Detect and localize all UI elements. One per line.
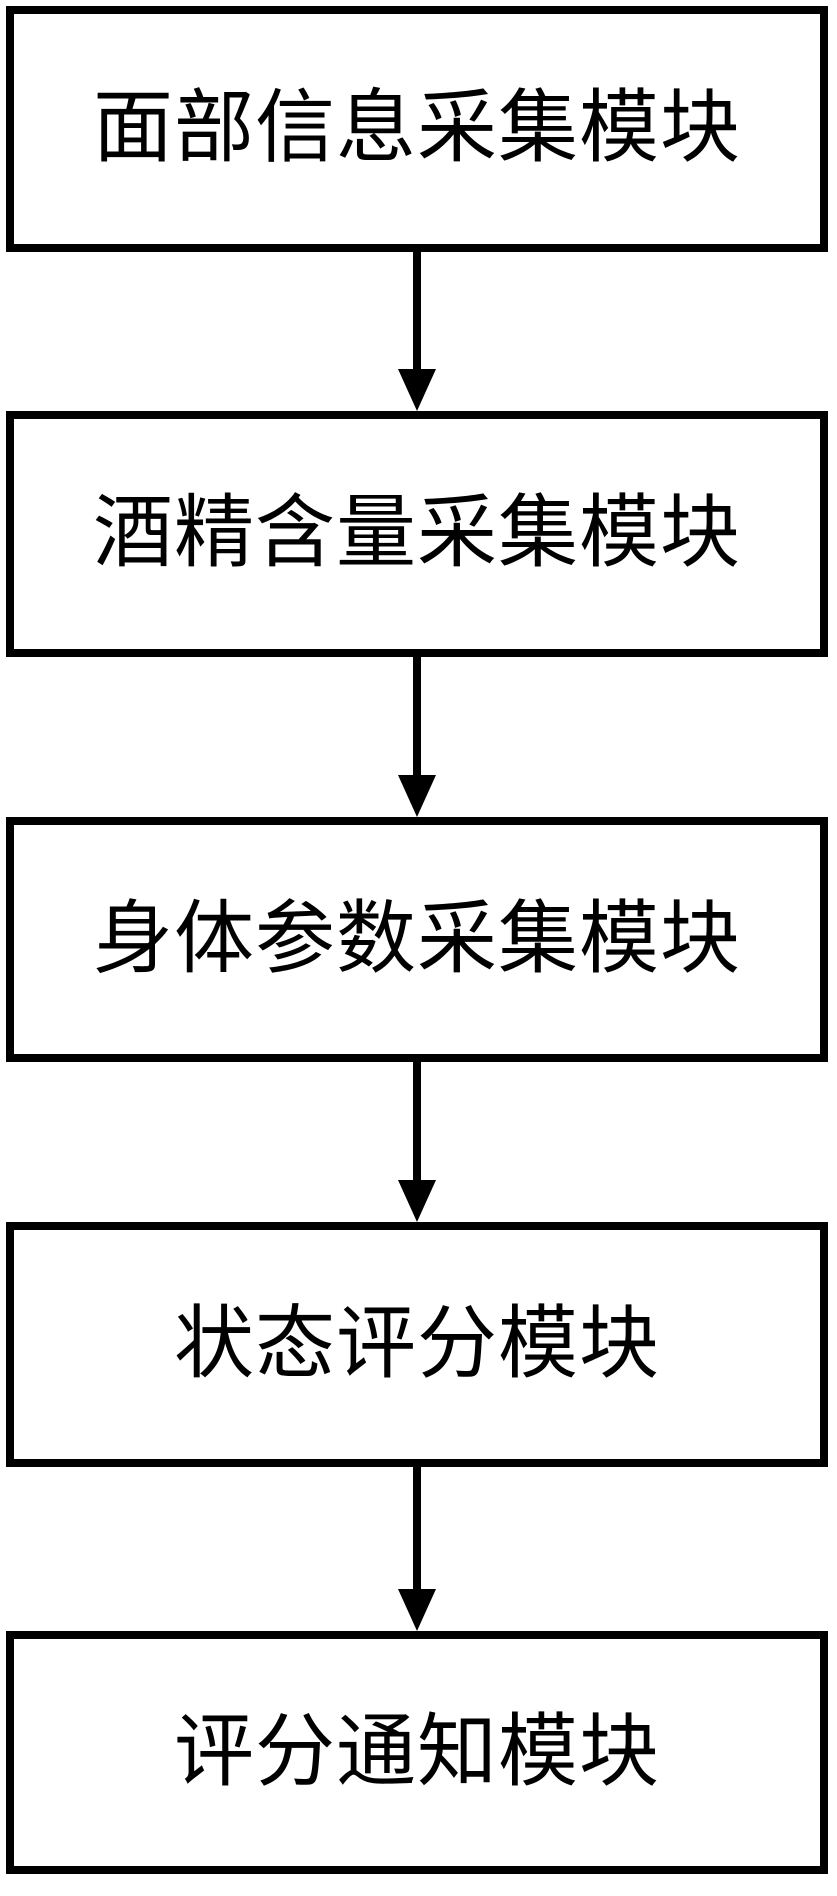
module-label-alcohol-content-collection: 酒精含量采集模块 [93, 490, 741, 578]
arrow-line [413, 1062, 421, 1186]
arrow-line [413, 657, 421, 781]
module-box-alcohol-content-collection: 酒精含量采集模块 [6, 411, 828, 657]
flow-arrow-3 [6, 1062, 828, 1222]
flow-arrow-4 [6, 1467, 828, 1631]
module-label-body-parameter-collection: 身体参数采集模块 [93, 895, 741, 984]
arrow-down-icon [398, 369, 436, 411]
arrow-line [413, 1467, 421, 1595]
module-box-facial-info-collection: 面部信息采集模块 [6, 6, 828, 252]
arrow-down-icon [398, 1589, 436, 1631]
module-label-facial-info-collection: 面部信息采集模块 [93, 85, 741, 173]
module-box-status-scoring: 状态评分模块 [6, 1222, 828, 1467]
module-label-status-scoring: 状态评分模块 [174, 1300, 660, 1389]
module-box-score-notification: 评分通知模块 [6, 1631, 828, 1874]
flow-arrow-1 [6, 252, 828, 411]
arrow-down-icon [398, 1180, 436, 1222]
flow-arrow-2 [6, 657, 828, 817]
arrow-line [413, 252, 421, 375]
module-label-score-notification: 评分通知模块 [174, 1708, 660, 1797]
arrow-down-icon [398, 775, 436, 817]
module-box-body-parameter-collection: 身体参数采集模块 [6, 817, 828, 1062]
